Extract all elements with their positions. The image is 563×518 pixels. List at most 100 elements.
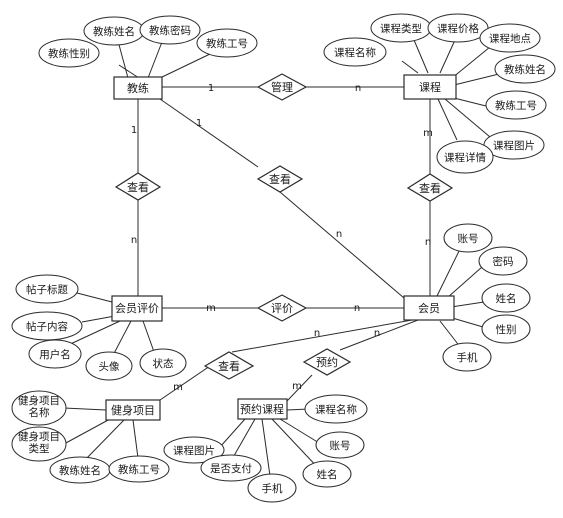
attribute-fitness-coach-number: 教练工号 xyxy=(108,455,170,483)
cardinality-view-member-side: n xyxy=(336,229,342,240)
svg-text:教练工号: 教练工号 xyxy=(495,99,537,112)
attribute-coach-number: 教练工号 xyxy=(196,28,258,58)
svg-text:健身项目: 健身项目 xyxy=(18,394,60,407)
svg-text:课程名称: 课程名称 xyxy=(334,46,376,59)
cardinality-coach-view-member: 1 xyxy=(196,118,202,129)
relationship-view-member: 查看 xyxy=(256,165,304,193)
cardinality-coach-view: 1 xyxy=(131,125,137,136)
attribute-course-image: 课程图片 xyxy=(483,130,545,160)
attribute-course-coach-name: 教练姓名 xyxy=(494,54,556,84)
svg-text:课程地点: 课程地点 xyxy=(489,32,531,45)
svg-text:是否支付: 是否支付 xyxy=(210,462,252,475)
cardinality-member-reserve: n xyxy=(374,328,380,339)
attribute-course-type: 课程类型 xyxy=(370,13,432,43)
attribute-review-avatar: 头像 xyxy=(85,351,133,381)
attribute-review-post-title: 帖子标题 xyxy=(15,274,79,304)
attribute-coach-gender: 教练性别 xyxy=(38,38,100,68)
cardinality-labels: 1 n 1 n 1 n m n m n n m n m xyxy=(131,83,433,393)
relationship-evaluate: 评价 xyxy=(256,294,308,322)
entity-fitness-item: 健身项目 xyxy=(105,399,161,421)
attribute-reservation-course-image: 课程图片 xyxy=(163,436,225,464)
relationship-view-course: 查看 xyxy=(406,173,454,202)
svg-text:性别: 性别 xyxy=(496,323,517,336)
attribute-reservation-account: 账号 xyxy=(315,431,365,459)
svg-text:课程类型: 课程类型 xyxy=(380,22,422,35)
attribute-review-post-content: 帖子内容 xyxy=(11,311,83,341)
svg-text:教练姓名: 教练姓名 xyxy=(59,464,101,477)
entity-member-review: 会员评价 xyxy=(111,295,163,322)
svg-text:类型: 类型 xyxy=(29,442,50,455)
cardinality-member-view-fitness: n xyxy=(314,328,320,339)
svg-text:帖子内容: 帖子内容 xyxy=(26,320,68,333)
cardinality-evaluate-member: n xyxy=(354,303,360,314)
svg-text:查看: 查看 xyxy=(218,359,240,373)
svg-text:课程价格: 课程价格 xyxy=(437,22,479,35)
attribute-coach-password: 教练密码 xyxy=(139,15,201,45)
svg-text:查看: 查看 xyxy=(419,181,441,195)
svg-text:密码: 密码 xyxy=(493,255,514,268)
svg-text:课程名称: 课程名称 xyxy=(315,403,357,416)
attribute-course-price: 课程价格 xyxy=(427,13,489,43)
svg-text:查看: 查看 xyxy=(269,172,291,186)
cardinality-view-member: n xyxy=(425,237,431,248)
svg-text:姓名: 姓名 xyxy=(317,468,338,481)
svg-text:教练密码: 教练密码 xyxy=(149,24,191,37)
attribute-member-name: 姓名 xyxy=(481,283,531,313)
attribute-fitness-name: 健身项目 名称 xyxy=(11,390,67,426)
attribute-review-status: 状态 xyxy=(139,348,187,378)
svg-text:账号: 账号 xyxy=(330,440,351,452)
svg-text:状态: 状态 xyxy=(153,357,174,370)
attribute-reservation-phone: 手机 xyxy=(247,473,297,503)
attribute-fitness-type: 健身项目 类型 xyxy=(11,426,67,462)
relationship-reserve: 预约 xyxy=(302,348,352,376)
svg-text:头像: 头像 xyxy=(99,361,120,373)
svg-text:教练工号: 教练工号 xyxy=(118,463,160,476)
attribute-fitness-coach-name: 教练姓名 xyxy=(49,456,111,484)
attribute-coach-name: 教练姓名 xyxy=(83,16,145,46)
cardinality-view-review: n xyxy=(131,235,137,246)
svg-text:健身项目: 健身项目 xyxy=(111,403,155,417)
cardinality-reserve-reservation: m xyxy=(292,381,302,392)
svg-text:教练姓名: 教练姓名 xyxy=(504,63,546,76)
entity-member: 会员 xyxy=(403,295,455,321)
svg-text:教练: 教练 xyxy=(127,81,149,95)
svg-text:课程详情: 课程详情 xyxy=(444,151,486,164)
attribute-review-username: 用户名 xyxy=(28,339,82,369)
attribute-course-coach-number: 教练工号 xyxy=(485,90,547,120)
svg-text:姓名: 姓名 xyxy=(496,292,517,305)
attribute-member-phone: 手机 xyxy=(442,342,492,372)
svg-text:查看: 查看 xyxy=(127,180,149,194)
svg-text:手机: 手机 xyxy=(457,351,478,364)
cardinality-review-evaluate: m xyxy=(206,303,216,314)
svg-text:健身项目: 健身项目 xyxy=(18,430,60,443)
attribute-member-gender: 性别 xyxy=(481,314,531,344)
entity-reservation: 预约课程 xyxy=(237,398,288,420)
svg-text:管理: 管理 xyxy=(271,80,293,94)
attribute-reservation-course-name: 课程名称 xyxy=(304,394,368,424)
relationship-view-fitness: 查看 xyxy=(203,351,255,380)
attribute-member-account: 账号 xyxy=(443,223,493,253)
svg-text:预约课程: 预约课程 xyxy=(240,403,284,416)
entity-course: 课程 xyxy=(403,74,457,100)
cardinality-manage-course: n xyxy=(355,83,361,94)
svg-text:用户名: 用户名 xyxy=(39,348,71,361)
cardinality-course-view: m xyxy=(423,128,433,139)
cardinality-coach-manage: 1 xyxy=(208,83,214,94)
attribute-member-password: 密码 xyxy=(478,246,528,276)
attribute-course-location: 课程地点 xyxy=(479,23,541,53)
attribute-reservation-is-paid: 是否支付 xyxy=(200,454,262,482)
cardinality-view-fitness: m xyxy=(173,382,183,393)
attribute-course-detail: 课程详情 xyxy=(436,140,494,174)
svg-text:教练姓名: 教练姓名 xyxy=(93,25,135,38)
svg-text:名称: 名称 xyxy=(29,406,50,419)
svg-text:教练工号: 教练工号 xyxy=(206,37,248,50)
svg-text:账号: 账号 xyxy=(458,233,479,245)
entity-coach: 教练 xyxy=(113,76,163,100)
svg-text:会员评价: 会员评价 xyxy=(115,302,159,315)
svg-text:评价: 评价 xyxy=(271,302,293,315)
connector-lines xyxy=(63,39,500,484)
relationship-view-coach: 查看 xyxy=(114,172,162,201)
attribute-course-name: 课程名称 xyxy=(323,37,387,67)
svg-text:课程图片: 课程图片 xyxy=(493,139,535,152)
